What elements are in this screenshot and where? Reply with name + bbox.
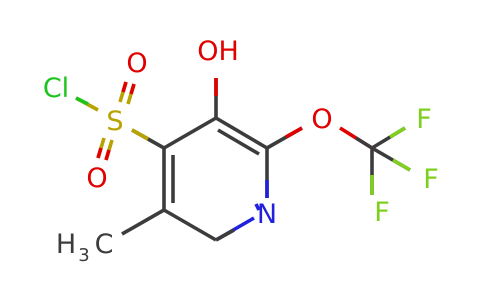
ether-oxygen-label: O xyxy=(311,104,332,135)
methyl-hydrogen-label: H xyxy=(56,229,76,260)
methyl-carbon-label: C xyxy=(95,229,114,260)
fluorine-right-label: F xyxy=(423,164,439,195)
bond-c2-o-color xyxy=(285,126,303,139)
fluorine-bottom-label: F xyxy=(374,197,390,228)
bond-c3-c2-inner xyxy=(217,128,260,156)
bond-s-cl-color xyxy=(75,96,89,106)
sulfur-label: S xyxy=(106,106,123,137)
chlorine-label: Cl xyxy=(43,73,69,104)
bond-s-o-top-2-color xyxy=(129,83,136,95)
bond-c3-c2 xyxy=(215,116,268,150)
bond-n-c6-inner xyxy=(254,203,261,211)
bond-s-o-bottom-1-color xyxy=(96,147,103,159)
pyridine-ring xyxy=(162,116,269,242)
sulfonyl-oxygen-bottom-label: O xyxy=(86,163,107,194)
bond-n-c6-dark xyxy=(215,228,235,242)
bond-o-cf3-dark xyxy=(355,136,373,150)
bond-s-o-top-1-color xyxy=(121,81,128,93)
bond-c5-ch3 xyxy=(121,208,165,236)
methyl-group-label: H 3 C xyxy=(56,229,114,266)
sulfonyl-oxygen-top-label: O xyxy=(126,48,147,79)
ring-nitrogen-label: N xyxy=(257,199,277,230)
substituent-bonds xyxy=(75,78,411,236)
hydroxyl-label: OH xyxy=(197,36,239,67)
bond-c4-c3 xyxy=(163,116,217,150)
bond-cf3-f-right-color xyxy=(392,158,411,172)
bond-c4-s-color xyxy=(131,128,149,141)
bond-c6-c5 xyxy=(163,208,217,242)
bond-s-o-bottom-2-color xyxy=(104,149,111,161)
atom-labels: Cl S O O OH O N F F F H 3 C xyxy=(43,36,439,266)
bond-cf3-f-top-color xyxy=(389,126,406,139)
methyl-subscript-label: 3 xyxy=(78,245,89,266)
fluorine-top-label: F xyxy=(416,104,432,135)
